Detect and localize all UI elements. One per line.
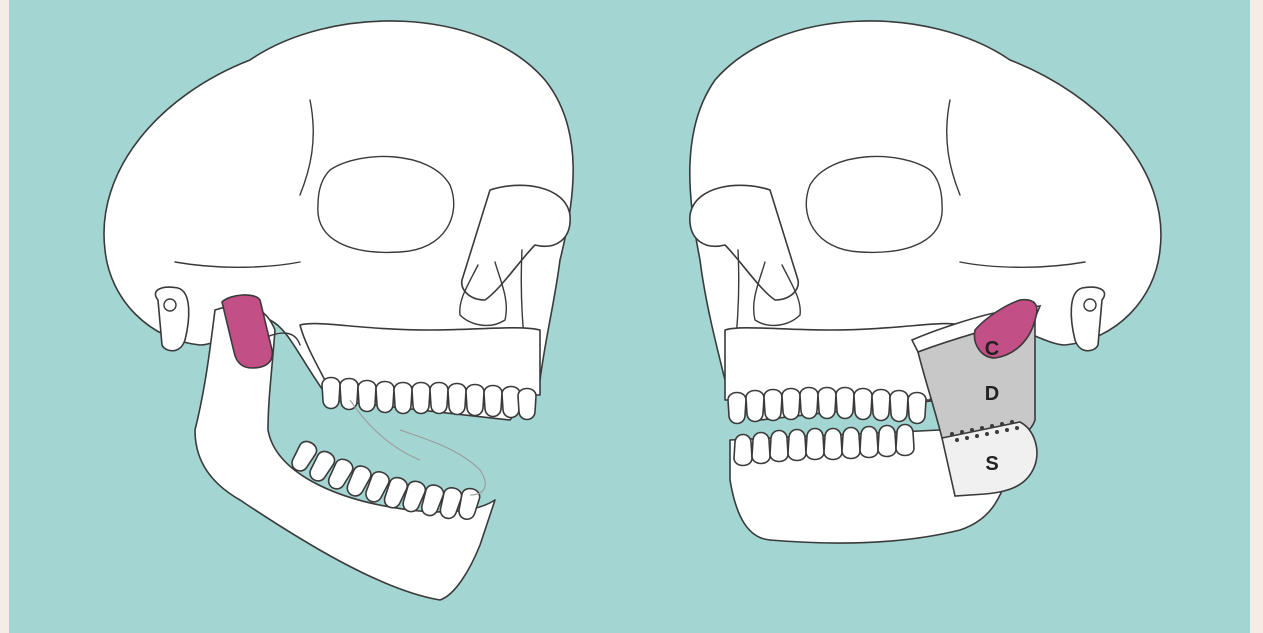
- label-disc: D: [985, 383, 999, 405]
- label-condyle: C: [985, 338, 999, 360]
- left-ear: [155, 287, 188, 351]
- right-ear: [1071, 287, 1104, 351]
- left-skull: [104, 21, 573, 600]
- right-upper-teeth: [728, 388, 926, 424]
- label-stem: S: [985, 453, 998, 475]
- right-skull: C D S: [690, 21, 1161, 543]
